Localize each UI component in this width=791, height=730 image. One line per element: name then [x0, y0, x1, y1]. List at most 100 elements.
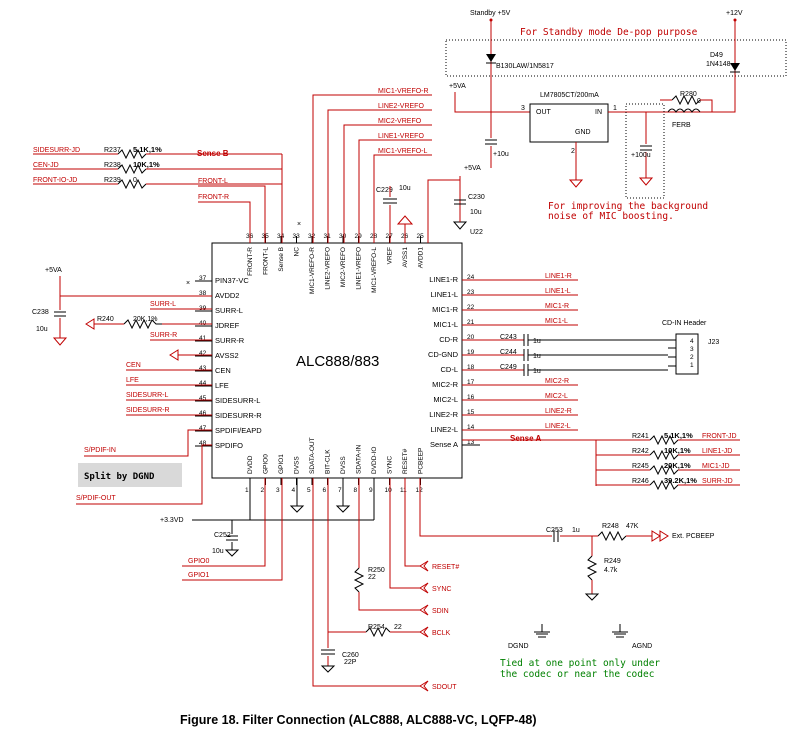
svg-text:LFE: LFE	[126, 377, 139, 384]
cd-cap-value: 1u	[533, 368, 541, 375]
pin-number: 4	[292, 487, 296, 494]
net-right: LINE2-L	[545, 423, 571, 430]
pin-number: 19	[467, 349, 475, 356]
regulator-in: IN	[595, 109, 602, 116]
svg-text:SURR-R: SURR-R	[150, 332, 177, 339]
svg-text:3: 3	[521, 105, 525, 112]
pin-number: 5	[307, 487, 311, 494]
regulator-gnd: GND	[575, 129, 591, 136]
sense-b-value: 0	[133, 177, 137, 184]
r240-ref: R240	[97, 316, 114, 323]
pin-number: 42	[199, 350, 207, 357]
net-right: LINE1-L	[545, 288, 571, 295]
pin-name: GPIO1	[278, 454, 285, 474]
pin-name: FRONT-R	[247, 247, 254, 276]
pin-number: 27	[386, 233, 394, 240]
c260-value: 22P	[344, 659, 357, 666]
pin-number: 43	[199, 365, 207, 372]
pin-number: 38	[199, 290, 207, 297]
sense-a-ref: R241	[632, 433, 649, 440]
sense-b-value: 5.1K,1%	[133, 145, 162, 154]
r248-value: 47K	[626, 523, 639, 530]
u22-label: U22	[470, 229, 483, 236]
pin-number: 3	[276, 487, 280, 494]
signal-label: SDIN	[432, 608, 449, 615]
pin-name: SURR-R	[215, 336, 245, 345]
pin-name: PIN37-VC	[215, 276, 249, 285]
dgnd-label: DGND	[508, 643, 529, 650]
pin-name: JDREF	[215, 321, 240, 330]
pin-number: 25	[417, 233, 425, 240]
diode1-label: B130LAW/1N5817	[496, 63, 554, 70]
pin-name: SPDIFO	[215, 441, 243, 450]
svg-text:CEN: CEN	[126, 362, 141, 369]
regulator-out: OUT	[536, 109, 552, 116]
pin-number: 7	[338, 487, 342, 494]
c252-ref: C252	[214, 532, 231, 539]
pin-number: 8	[354, 487, 358, 494]
pin-number: 32	[308, 233, 316, 240]
r240-value: 20K,1%	[133, 316, 158, 323]
pin-number: 31	[324, 233, 332, 240]
sense-a-ref: R246	[632, 478, 649, 485]
sense-a-ref: R245	[632, 463, 649, 470]
mic-note-1: For improving the background	[548, 201, 708, 212]
pin-number: 44	[199, 380, 207, 387]
pin-name: SDATA-IN	[356, 444, 363, 474]
pin-name: AVSS2	[215, 351, 239, 360]
pin-number: 46	[199, 410, 207, 417]
pin-name: MIC1-L	[433, 320, 458, 329]
c229-ref: C229	[376, 187, 393, 194]
pin-number: 30	[339, 233, 347, 240]
pin-number: 18	[467, 364, 475, 371]
pin-number: 17	[467, 379, 475, 386]
chip-name: ALC888/883	[296, 353, 379, 370]
net-right: MIC2-R	[545, 378, 569, 385]
d49-value: 1N4148	[706, 61, 731, 68]
pin-name: Sense A	[430, 440, 458, 449]
pin-name: LINE1-R	[429, 275, 458, 284]
r280-ref: R280	[680, 91, 697, 98]
svg-text:2: 2	[571, 148, 575, 155]
pin-number: 12	[416, 487, 424, 494]
pin-number: 14	[467, 424, 475, 431]
pin-name: MIC2-VREFO	[340, 247, 347, 287]
pin-name: MIC1-VREFO-R	[309, 247, 316, 294]
mic-note-2: noise of MIC boosting.	[548, 211, 674, 222]
cdin-label: CD-IN Header	[662, 320, 707, 327]
pin-number: 41	[199, 335, 207, 342]
pin-name: SIDESURR-R	[215, 411, 262, 420]
cd-cap-ref: C243	[500, 334, 517, 341]
sense-b-net: CEN-JD	[33, 162, 59, 169]
cd-cap-ref: C249	[500, 364, 517, 371]
pin-number: 34	[277, 233, 285, 240]
net-gpio1: GPIO1	[188, 572, 210, 579]
r250-value: 22	[368, 574, 376, 581]
pin-name: NC	[294, 247, 301, 257]
svg-text:SURR-L: SURR-L	[150, 301, 176, 308]
net-spdif-in: S/PDIF-IN	[84, 447, 116, 454]
net-front-l: FRONT-L	[198, 178, 228, 185]
cd-cap-value: 1u	[533, 338, 541, 345]
sense-a-value: 5.1K,1%	[664, 431, 693, 440]
pin-number: 47	[199, 425, 207, 432]
r249-ref: R249	[604, 558, 621, 565]
depop-dashed-box	[445, 39, 787, 77]
j23-header	[675, 333, 699, 375]
sense-b-ref: R238	[104, 162, 121, 169]
svg-text:SIDESURR-R: SIDESURR-R	[126, 407, 170, 414]
pin-name: MIC2-L	[433, 395, 458, 404]
sense-a-net: FRONT-JD	[702, 433, 737, 440]
net-right: LINE1-R	[545, 273, 572, 280]
sense-a-net: SURR-JD	[702, 478, 733, 485]
pin-number: 13	[467, 439, 475, 446]
figure-caption: Figure 18. Filter Connection (ALC888, AL…	[180, 713, 537, 727]
net-front-r: FRONT-R	[198, 194, 229, 201]
pin-number: 21	[467, 319, 475, 326]
pin-number: 9	[369, 487, 373, 494]
agnd-label: AGND	[632, 643, 652, 650]
sense-a-value: 20K,1%	[664, 461, 691, 470]
pin-name: AVDD1	[418, 247, 425, 269]
